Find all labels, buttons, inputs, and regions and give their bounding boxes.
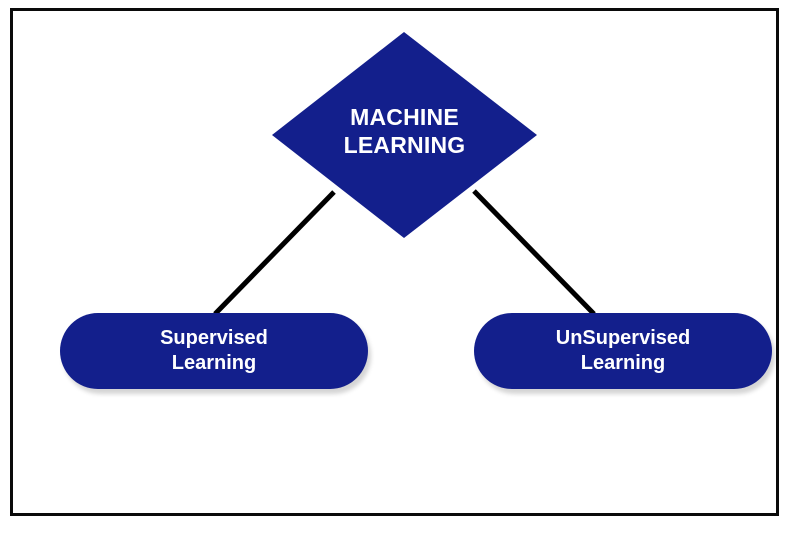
node-supervised-learning[interactable]: Supervised Learning bbox=[60, 313, 368, 389]
node-supervised-learning-label: Supervised Learning bbox=[160, 327, 268, 374]
node-unsupervised-learning[interactable]: UnSupervised Learning bbox=[474, 313, 772, 389]
edge-ml-to-unsupervised bbox=[472, 189, 596, 316]
node-unsupervised-learning-label: UnSupervised Learning bbox=[555, 327, 691, 374]
node-machine-learning[interactable] bbox=[272, 32, 537, 238]
edge-ml-to-supervised bbox=[213, 190, 336, 316]
